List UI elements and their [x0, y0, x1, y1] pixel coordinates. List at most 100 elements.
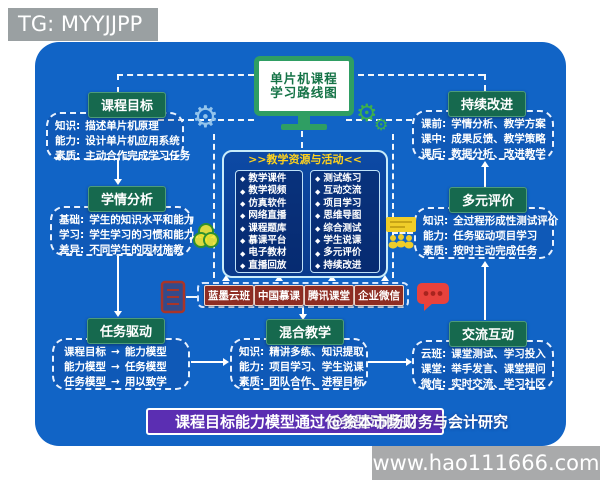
diamond-bullet-icon: ◆	[240, 187, 246, 196]
roadmap-title-line1: 单片机课程	[270, 71, 338, 86]
connector	[186, 296, 198, 298]
platform-buttons-group: 蓝墨云班 中国慕课 腾讯课堂 企业微信	[197, 282, 409, 308]
connector	[484, 266, 486, 320]
connector-arrow	[114, 179, 122, 185]
info-row: 能力:设计单片机应用系统	[55, 135, 180, 147]
gear-icon: ⚙	[356, 99, 378, 127]
connector	[368, 361, 407, 363]
info-row: 微信:实时交流、学习社区	[421, 378, 546, 390]
connector-arrow	[114, 311, 122, 317]
diamond-bullet-icon: ◆	[240, 237, 246, 246]
monitor-neck	[298, 116, 310, 124]
platform-button-mooc: 中国慕课	[254, 284, 304, 306]
monitor-screen: 单片机课程 学习路线图	[254, 56, 354, 116]
diamond-bullet-icon: ◆	[240, 262, 246, 271]
classroom-presentation-icon	[386, 217, 416, 249]
gear-icon: ⚙	[192, 100, 219, 135]
info-row: 素质:团队合作、进程目标	[239, 376, 364, 388]
info-row: 云班:课堂测试、学习投入	[421, 348, 546, 360]
info-row: 课后:数据分析、改进教学	[421, 148, 546, 160]
connector	[348, 74, 484, 76]
info-row: 差异:不同学生的因材施教	[59, 244, 184, 256]
connector	[301, 120, 303, 148]
connector-arrow	[299, 314, 307, 320]
info-row: 课前:学情分析、教学方案	[421, 118, 546, 130]
url-watermark: www.hao111666.com	[372, 446, 600, 480]
resources-column-left: ◆教学课件 ◆教学视频 ◆仿真软件 ◆网络直播 ◆课程题库 ◆慕课平台 ◆电子教…	[235, 170, 303, 273]
monitor-icon: 单片机课程 学习路线图	[254, 56, 354, 130]
bottom-banner: 课程目标能力模型通过任务驱动模式	[146, 408, 444, 435]
activity-item: ◆学生说课	[315, 235, 362, 247]
resource-item: ◆直播回放	[240, 259, 287, 271]
diamond-bullet-icon: ◆	[240, 224, 246, 233]
info-row: 任务模型→用以致学	[64, 376, 167, 388]
diamond-bullet-icon: ◆	[315, 262, 321, 271]
info-row: 基础:学生的知识水平和能力	[59, 214, 195, 226]
info-row: 素质:主动合作完成学习任务	[55, 150, 191, 162]
box-interaction: 云班:课堂测试、学习投入 课堂:举手发言、课堂提问 微信:实时交流、学习社区	[412, 340, 554, 390]
info-row: 知识:描述单片机原理	[55, 120, 159, 132]
connector	[213, 134, 215, 278]
list-board-icon	[160, 280, 186, 314]
connector-arrow	[406, 358, 412, 366]
diamond-bullet-icon: ◆	[240, 175, 246, 184]
box-title-continuous-improvement: 持续改进	[448, 91, 527, 117]
info-row: 知识:精讲多练、知识提取	[239, 346, 364, 358]
activity-item: ◆持续改进	[315, 259, 362, 271]
diamond-bullet-icon: ◆	[315, 249, 321, 258]
activity-item: ◆综合测试	[315, 222, 362, 234]
venn-circles-icon	[193, 223, 219, 248]
box-title-course-goals: 课程目标	[88, 92, 167, 118]
diamond-bullet-icon: ◆	[240, 249, 246, 258]
activity-item: ◆测试练习	[315, 173, 362, 184]
connector-arrow	[381, 275, 389, 281]
diamond-bullet-icon: ◆	[315, 224, 321, 233]
connector	[392, 134, 394, 278]
info-row: 课堂:举手发言、课堂提问	[421, 363, 546, 375]
tg-watermark: TG: MYYJJPP	[8, 8, 159, 41]
connector	[158, 119, 254, 121]
connector-arrow	[275, 275, 283, 281]
resource-item: ◆课程题库	[240, 222, 287, 234]
connector	[117, 256, 119, 312]
diamond-bullet-icon: ◆	[315, 237, 321, 246]
diamond-bullet-icon: ◆	[315, 212, 321, 221]
overlay-watermark: @资本市场财务与会计研究	[328, 413, 509, 431]
connector	[117, 74, 254, 76]
diamond-bullet-icon: ◆	[240, 200, 246, 209]
diamond-bullet-icon: ◆	[240, 212, 246, 221]
resource-item: ◆教学课件	[240, 173, 287, 184]
info-row: 能力:项目学习、学生说课	[239, 361, 364, 373]
platform-button-wechat: 企业微信	[354, 284, 404, 306]
box-course-goals: 知识:描述单片机原理 能力:设计单片机应用系统 素质:主动合作完成学习任务	[46, 112, 190, 162]
diamond-bullet-icon: ◆	[315, 175, 321, 184]
connector	[117, 74, 119, 93]
gear-icon: ⚙	[374, 115, 389, 134]
info-row: 能力:任务驱动项目学习	[423, 230, 538, 242]
resource-item: ◆仿真软件	[240, 197, 287, 209]
info-row: 课程目标→能力模型	[64, 346, 167, 358]
connector-arrow	[222, 275, 230, 281]
platform-button-tencent: 腾讯课堂	[304, 284, 354, 306]
activity-item: ◆思维导图	[315, 210, 362, 222]
activity-item: ◆项目学习	[315, 197, 362, 209]
diamond-bullet-icon: ◆	[315, 200, 321, 209]
resources-panel-title: >>教学资源与活动<<	[248, 153, 362, 166]
box-title-learning-analysis: 学情分析	[88, 186, 167, 212]
info-row: 能力模型→任务模型	[64, 361, 167, 373]
box-learning-analysis: 基础:学生的知识水平和能力 学习:学生学习的习惯和能力 差异:不同学生的因材施教	[50, 206, 195, 256]
box-task-driven: 课程目标→能力模型 能力模型→任务模型 任务模型→用以致学	[52, 338, 190, 390]
box-title-blended-teaching: 混合教学	[266, 319, 345, 345]
connector-arrow	[481, 161, 489, 167]
activity-item: ◆互动交流	[315, 185, 362, 197]
box-continuous-improvement: 课前:学情分析、教学方案 课中:成果反馈、教学策略 课后:数据分析、改进教学	[412, 110, 554, 160]
chat-bubble-icon	[417, 283, 449, 311]
connector	[117, 160, 119, 180]
roadmap-title-line2: 学习路线图	[270, 85, 338, 100]
info-row: 知识:全过程形成性测试评价	[423, 215, 559, 227]
resource-item: ◆慕课平台	[240, 235, 287, 247]
box-title-task-driven: 任务驱动	[87, 318, 166, 344]
box-title-interaction: 交流互动	[449, 321, 528, 347]
connector-arrow	[328, 275, 336, 281]
platform-button-lanmo: 蓝墨云班	[204, 284, 254, 306]
